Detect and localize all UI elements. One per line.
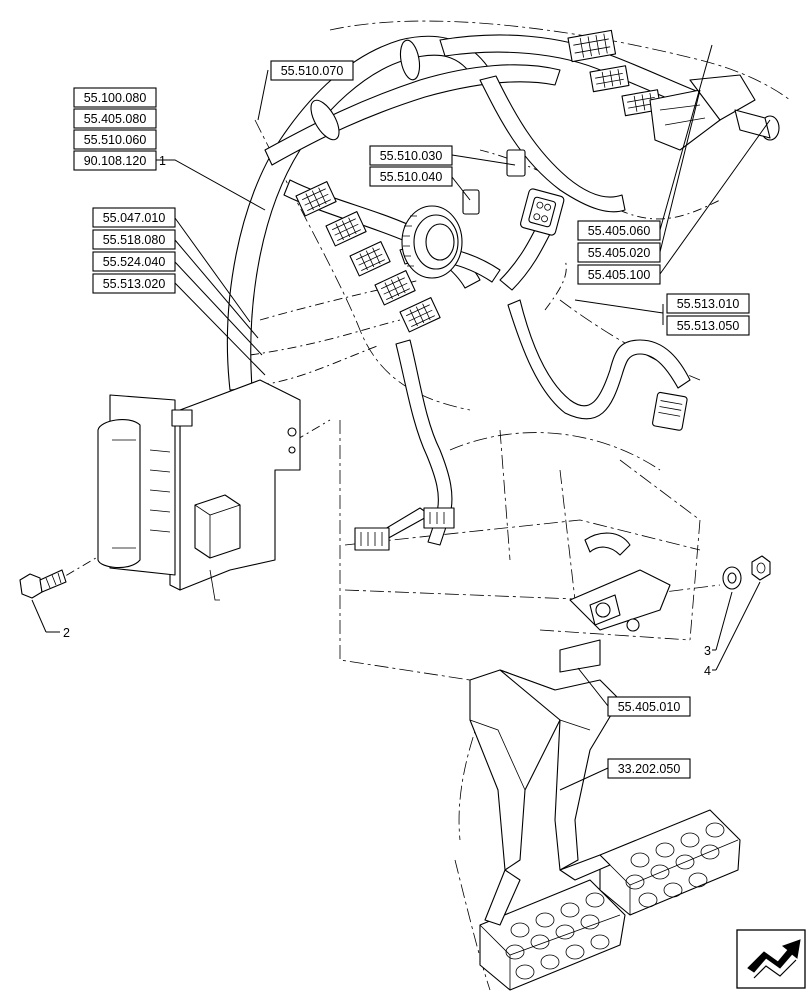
ref-label: 90.108.120 — [84, 154, 147, 168]
top-right-switch-block — [649, 74, 780, 151]
washer-and-nut — [722, 555, 771, 590]
pedal-mechanism — [469, 532, 741, 991]
item-number-4: 4 — [704, 664, 711, 678]
ref-label: 33.202.050 — [618, 762, 681, 776]
ref-label: 55.513.050 — [677, 319, 740, 333]
ref-label: 55.510.040 — [380, 170, 443, 184]
ref-55-405-060[interactable]: 55.405.060 — [577, 220, 661, 241]
ref-55-100-080[interactable]: 55.100.080 — [73, 87, 157, 108]
ref-label: 55.513.020 — [103, 277, 166, 291]
item-numbers: 1 2 3 4 — [46, 154, 716, 678]
ref-55-405-010[interactable]: 55.405.010 — [607, 696, 691, 717]
left-pedal-pad — [479, 879, 626, 991]
round-connector — [401, 205, 463, 279]
ref-label: 55.405.010 — [618, 700, 681, 714]
harness-connectors — [295, 29, 780, 551]
next-page-arrow-icon[interactable] — [736, 929, 806, 989]
ref-label: 55.405.080 — [84, 112, 147, 126]
ref-55-513-020[interactable]: 55.513.020 — [92, 273, 176, 294]
control-module-assembly — [97, 379, 301, 601]
ref-label: 55.510.060 — [84, 133, 147, 147]
item-number-1: 1 — [159, 154, 166, 168]
right-pedal-pad — [599, 809, 741, 916]
ref-label: 55.047.010 — [103, 211, 166, 225]
ref-55-405-080[interactable]: 55.405.080 — [73, 108, 157, 129]
bolt-item-2 — [19, 569, 67, 599]
ref-label: 55.518.080 — [103, 233, 166, 247]
ref-55-510-040[interactable]: 55.510.040 — [369, 166, 453, 187]
ref-55-518-080[interactable]: 55.518.080 — [92, 229, 176, 250]
ref-55-510-060[interactable]: 55.510.060 — [73, 129, 157, 150]
ref-55-524-040[interactable]: 55.524.040 — [92, 251, 176, 272]
ref-90-108-120[interactable]: 90.108.120 — [73, 150, 157, 171]
ref-55-405-020[interactable]: 55.405.020 — [577, 242, 661, 263]
leader-lines — [31, 44, 771, 791]
ref-55-513-010[interactable]: 55.513.010 — [666, 293, 750, 314]
ref-label: 55.524.040 — [103, 255, 166, 269]
ref-33-202-050[interactable]: 33.202.050 — [607, 758, 691, 779]
ref-55-513-050[interactable]: 55.513.050 — [666, 315, 750, 336]
ref-label: 55.405.060 — [588, 224, 651, 238]
ref-label: 55.405.100 — [588, 268, 651, 282]
wiring-harness — [226, 29, 780, 551]
ref-55-047-010[interactable]: 55.047.010 — [92, 207, 176, 228]
item-number-3: 3 — [704, 644, 711, 658]
ref-label: 55.510.030 — [380, 149, 443, 163]
ref-label: 55.100.080 — [84, 91, 147, 105]
ref-label: 55.405.020 — [588, 246, 651, 260]
ref-55-510-030[interactable]: 55.510.030 — [369, 145, 453, 166]
ref-label: 55.510.070 — [281, 64, 344, 78]
item-number-2: 2 — [63, 626, 70, 640]
ref-label: 55.513.010 — [677, 297, 740, 311]
reference-callouts: 55.510.070 55.100.080 55.405.080 55.510.… — [73, 60, 750, 779]
ref-55-405-100[interactable]: 55.405.100 — [577, 264, 661, 285]
ref-55-510-070[interactable]: 55.510.070 — [270, 60, 354, 81]
